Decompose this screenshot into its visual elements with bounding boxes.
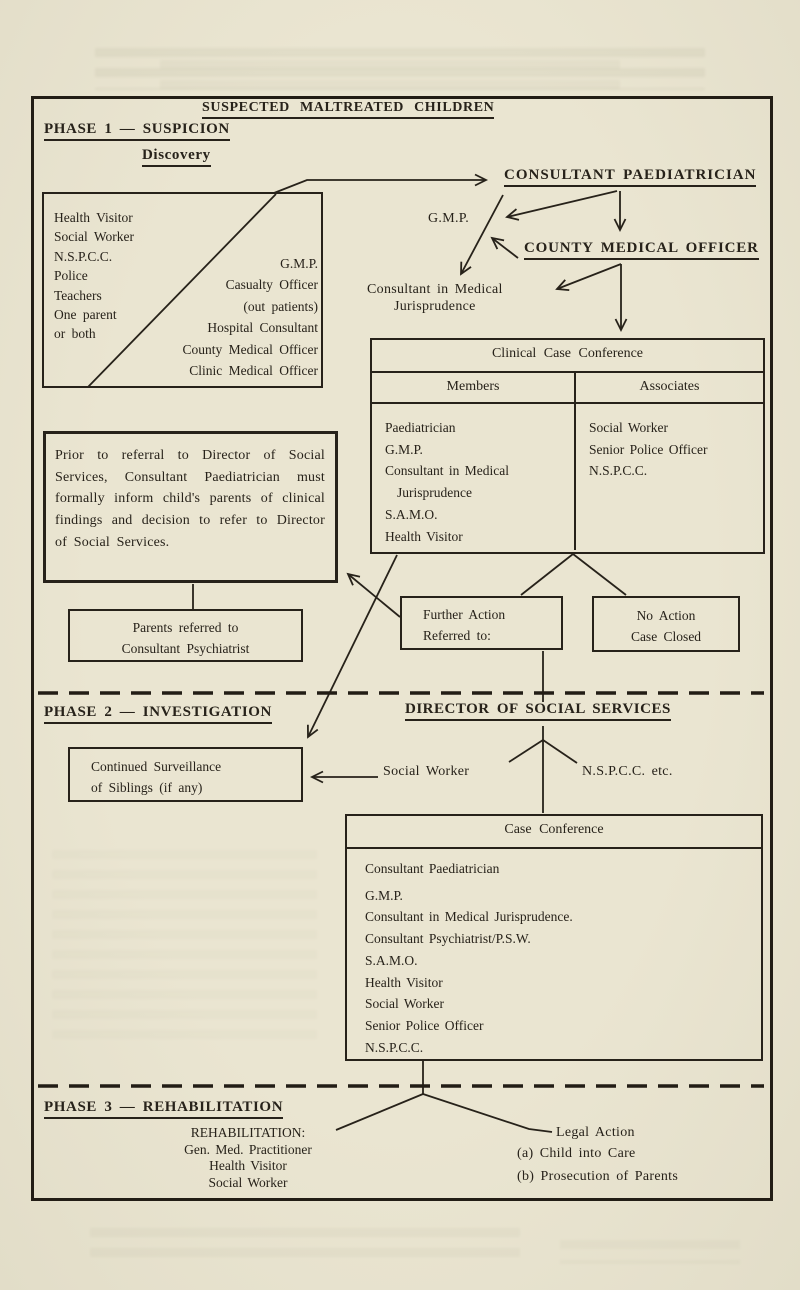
social-worker-label: Social Worker [383, 764, 470, 779]
list-item: Consultant in Medical [385, 463, 509, 479]
case-conference-attendees: Consultant Paediatrician G.M.P. Consulta… [365, 858, 573, 1058]
box-line: Further Action [423, 607, 506, 622]
consultant-jurisprudence-line1: Consultant in Medical [367, 282, 503, 297]
list-item: Social Worker [208, 1174, 288, 1190]
discovery-sources-box: Health Visitor Social Worker N.S.P.C.C. … [42, 192, 323, 388]
list-item: Casualty Officer [225, 277, 318, 293]
list-item: Social Worker [54, 229, 135, 245]
county-medical-officer-label: COUNTY MEDICAL OFFICER [524, 241, 759, 260]
bleedthrough-smudge [560, 1240, 740, 1264]
phase2-heading: PHASE 2 — INVESTIGATION [44, 705, 272, 724]
list-item: Social Worker [365, 996, 445, 1012]
director-social-services-label: DIRECTOR OF SOCIAL SERVICES [405, 702, 671, 721]
legal-option-b: (b) Prosecution of Parents [517, 1169, 679, 1184]
bleedthrough-smudge [160, 60, 620, 90]
box-line: No Action [636, 608, 696, 623]
bleedthrough-smudge [90, 1228, 520, 1268]
box-line: Referred to: [423, 627, 491, 643]
box-line: Consultant Psychiatrist [121, 640, 250, 656]
prior-referral-note-box: Prior to referral to Director of Social … [43, 431, 338, 583]
members-column-header: Members [372, 373, 574, 404]
list-item: or both [54, 326, 96, 342]
parents-referred-box: Parents referred to Consultant Psychiatr… [68, 609, 303, 662]
list-item: Hospital Consultant [207, 320, 318, 336]
bleedthrough-smudge [95, 48, 705, 90]
list-item: Consultant in Medical Jurisprudence. [365, 909, 573, 925]
page-title: SUSPECTED MALTREATED CHILDREN [202, 101, 495, 119]
list-item: N.S.P.C.C. [54, 248, 113, 264]
prior-referral-note-text: Prior to referral to Director of Social … [55, 448, 325, 550]
list-item: Paediatrician [385, 420, 456, 435]
list-item: Teachers [54, 287, 102, 303]
list-item: Senior Police Officer [589, 441, 708, 457]
rehabilitation-team-list: REHABILITATION: Gen. Med. Practitioner H… [140, 1125, 356, 1191]
list-item: S.A.M.O. [365, 952, 418, 968]
list-item: N.S.P.C.C. [589, 463, 648, 479]
continued-surveillance-box: Continued Surveillance of Siblings (if a… [68, 747, 303, 802]
discovery-referrers-list: Health Visitor Social Worker N.S.P.C.C. … [54, 208, 134, 344]
list-item: Clinic Medical Officer [189, 363, 318, 379]
discovery-medical-list: G.M.P. Casualty Officer (out patients) H… [132, 253, 318, 381]
list-item: REHABILITATION: [190, 1125, 306, 1140]
list-item: Consultant Psychiatrist/P.S.W. [365, 931, 531, 947]
case-conference-title: Case Conference [347, 816, 761, 849]
list-item: Health Visitor [385, 528, 463, 544]
list-item: Health Visitor [54, 210, 133, 225]
legal-option-a: (a) Child into Care [517, 1146, 636, 1161]
list-item: G.M.P. [365, 887, 403, 903]
list-item: One parent [54, 307, 117, 323]
clinical-case-conference-table: Clinical Case Conference Members Paediat… [370, 338, 765, 554]
associates-list: Social Worker Senior Police Officer N.S.… [576, 404, 763, 482]
list-item: N.S.P.C.C. [365, 1039, 424, 1055]
box-line: of Siblings (if any) [91, 779, 203, 795]
case-conference-table: Case Conference Consultant Paediatrician… [345, 814, 763, 1061]
further-action-box: Further Action Referred to: [400, 596, 563, 650]
consultant-paediatrician-label: CONSULTANT PAEDIATRICIAN [504, 168, 757, 187]
list-item: G.M.P. [280, 256, 318, 271]
list-item: (out patients) [243, 298, 318, 314]
consultant-jurisprudence-line2: Jurisprudence [394, 299, 476, 314]
nspcc-etc-label: N.S.P.C.C. etc. [582, 764, 673, 779]
list-item: Senior Police Officer [365, 1017, 484, 1033]
phase3-heading: PHASE 3 — REHABILITATION [44, 1100, 284, 1119]
members-list: Paediatrician G.M.P. Consultant in Medic… [372, 404, 574, 547]
list-item: Gen. Med. Practitioner [184, 1141, 312, 1157]
box-line: Case Closed [630, 628, 702, 644]
no-action-box: No Action Case Closed [592, 596, 740, 652]
list-item: County Medical Officer [182, 341, 318, 357]
list-item: Police [54, 268, 88, 284]
associates-column: Associates Social Worker Senior Police O… [576, 373, 763, 550]
list-item: Health Visitor [209, 1158, 287, 1174]
legal-action-label: Legal Action [556, 1125, 635, 1140]
box-line: Continued Surveillance [91, 759, 222, 774]
list-item: S.A.M.O. [385, 506, 438, 522]
list-item: Social Worker [589, 420, 669, 435]
clinical-conference-title: Clinical Case Conference [372, 340, 763, 373]
list-item: G.M.P. [385, 441, 423, 457]
list-item: Health Visitor [365, 974, 443, 990]
members-column: Members Paediatrician G.M.P. Consultant … [372, 373, 576, 550]
list-item: Consultant Paediatrician [365, 861, 500, 876]
diagram-frame [31, 96, 773, 1201]
box-line: Parents referred to [132, 620, 239, 635]
list-item: Jurisprudence [397, 485, 472, 501]
phase1-heading: PHASE 1 — SUSPICION [44, 122, 230, 141]
gmp-label: G.M.P. [428, 211, 470, 226]
associates-column-header: Associates [576, 373, 763, 404]
discovery-heading: Discovery [142, 148, 211, 167]
